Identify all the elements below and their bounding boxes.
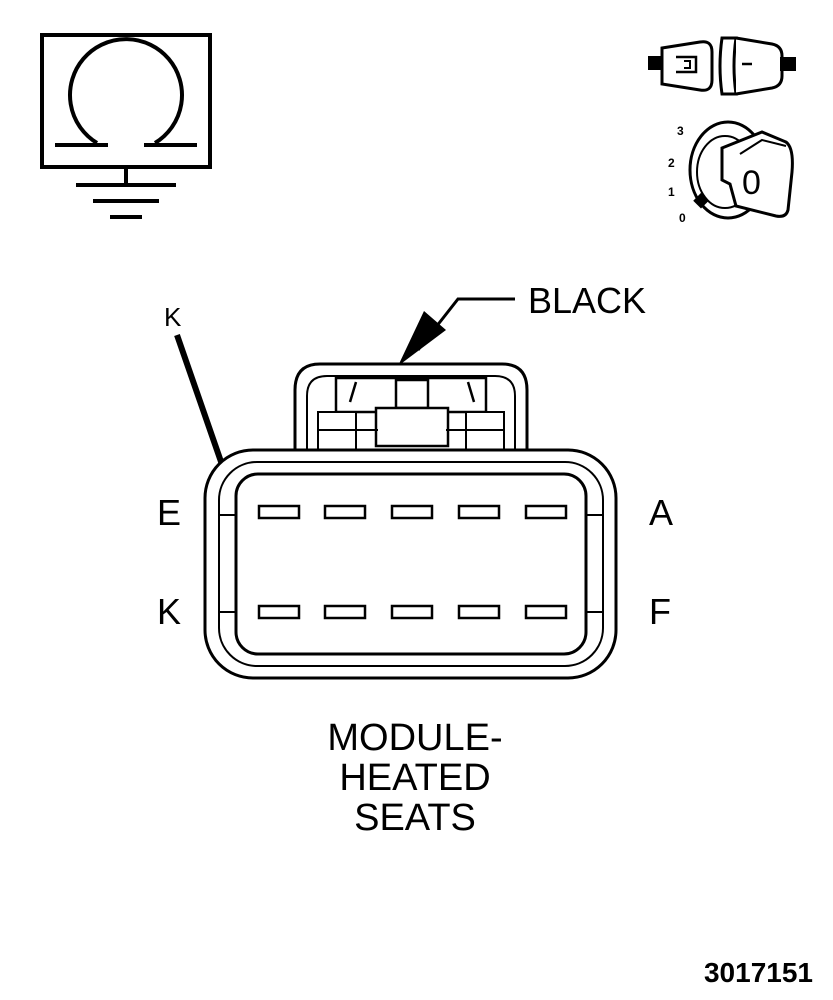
connector-title-line-3: SEATS [354,797,476,839]
row-label-E: E [157,492,181,533]
pin-E [257,504,301,520]
ignition-position-0: 0 [679,211,686,225]
pin-k-callout-label: K [164,302,182,332]
disconnected-connector-icon [648,36,796,96]
pin-row-top [257,504,568,520]
pin-J [323,604,367,620]
pin-C [390,504,434,520]
connector-color-callout: BLACK [398,280,646,366]
pin-G [457,604,501,620]
connector-title-line-2: HEATED [339,757,490,799]
ohmmeter-ground-icon [40,33,212,219]
pin-B [457,504,501,520]
ignition-position-2: 2 [668,156,675,170]
pin-D [323,504,367,520]
row-label-K: K [157,591,181,632]
ignition-key-off-icon: 3 2 1 0 0 [668,120,794,225]
connector-face [203,362,618,680]
row-label-A: A [649,492,673,533]
pin-H [390,604,434,620]
pin-row-bottom [257,604,568,620]
pin-F [524,604,568,620]
connector-title-line-1: MODULE- [327,717,502,759]
row-label-F: F [649,591,671,632]
pin-A [524,504,568,520]
figure-number: 3017151 [704,957,813,988]
ignition-position-3: 3 [677,124,684,138]
ignition-position-1: 1 [668,185,675,199]
ignition-key-label: 0 [742,164,761,202]
connector-color-label: BLACK [528,280,646,321]
pin-K [257,604,301,620]
